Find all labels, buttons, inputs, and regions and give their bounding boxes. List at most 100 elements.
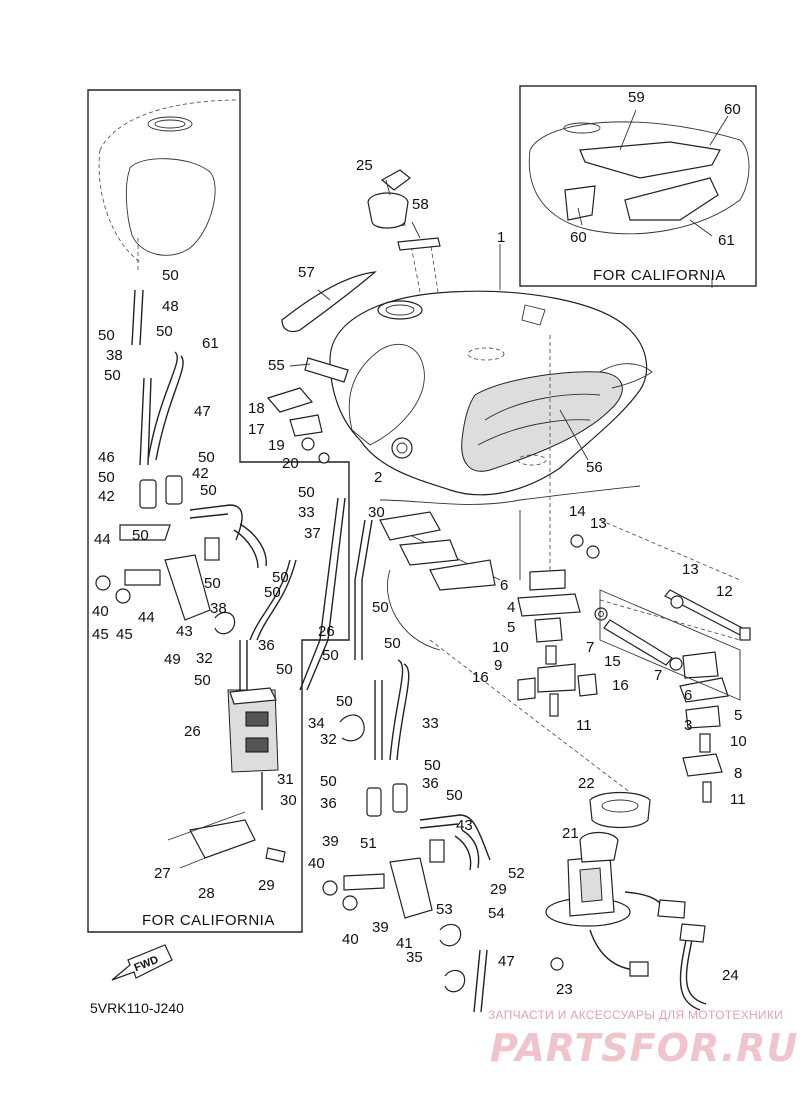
callout-label: 59 (628, 89, 645, 106)
callout-label: 10 (730, 733, 747, 750)
callout-label: 50 (264, 584, 281, 601)
callout-label: 50 (298, 484, 315, 501)
callout-label: 12 (716, 583, 733, 600)
callout-label: 9 (494, 657, 503, 674)
callout-label: 43 (456, 817, 473, 834)
callout-label: 50 (162, 267, 179, 284)
callout-label: 23 (556, 981, 573, 998)
callout-label: 45 (92, 626, 109, 643)
callout-label: 5 (734, 707, 743, 724)
callout-label: 50 (98, 327, 115, 344)
callout-label: 16 (612, 677, 629, 694)
left-tank-sketch (98, 99, 239, 272)
callout-label: 50 (156, 323, 173, 340)
callout-label: 6 (500, 577, 509, 594)
callout-label: 37 (304, 525, 321, 542)
diagram-code: 5VRK110-J240 (90, 1000, 184, 1016)
callout-label: 50 (200, 482, 217, 499)
callout-label: 38 (210, 600, 227, 617)
callout-label: 28 (198, 885, 215, 902)
callout-label: 21 (562, 825, 579, 842)
callout-label: 50 (372, 599, 389, 616)
callout-label: 56 (586, 459, 603, 476)
callout-label: 30 (368, 504, 385, 521)
fuel-pump (545, 791, 707, 1011)
callout-label: 53 (436, 901, 453, 918)
callout-label: 16 (472, 669, 489, 686)
callout-label: 10 (492, 639, 509, 656)
callout-label: 13 (590, 515, 607, 532)
right-panel-sketch (528, 121, 750, 235)
callout-label: 44 (94, 531, 111, 548)
leader-lines (289, 109, 729, 461)
callout-label: 50 (194, 672, 211, 689)
callout-label: 48 (162, 298, 179, 315)
callout-label: 7 (586, 639, 595, 656)
callout-label: 22 (578, 775, 595, 792)
callout-label: 40 (308, 855, 325, 872)
callout-label: 36 (258, 637, 275, 654)
callout-label: 3 (684, 717, 693, 734)
callout-label: 20 (282, 455, 299, 472)
callout-label: 55 (268, 357, 285, 374)
left-hose-parts (95, 289, 346, 869)
callout-label: 49 (164, 651, 181, 668)
fwd-arrow-icon (111, 944, 173, 981)
callout-label: 42 (192, 465, 209, 482)
callout-label: 47 (498, 953, 515, 970)
callout-label: 50 (272, 569, 289, 586)
callout-label: 60 (724, 101, 741, 118)
callout-label: 17 (248, 421, 265, 438)
callout-label: 26 (318, 623, 335, 640)
callout-label: 32 (320, 731, 337, 748)
callout-label: 50 (424, 757, 441, 774)
callout-label: 11 (576, 717, 592, 734)
callout-label: 50 (446, 787, 463, 804)
main-fuel-tank (266, 169, 653, 580)
watermark-tagline: ЗАПЧАСТИ И АКСЕССУАРЫ ДЛЯ МОТОТЕХНИКИ (488, 1008, 784, 1022)
callout-label: 50 (322, 647, 339, 664)
callout-label: 13 (682, 561, 699, 578)
callout-label: 43 (176, 623, 193, 640)
callout-label: 50 (204, 575, 221, 592)
callout-label: 50 (320, 773, 337, 790)
callout-label: 35 (406, 949, 423, 966)
left-panel-frame (87, 89, 350, 933)
callout-label: 4 (507, 599, 516, 616)
watermark-logo: PARTSFOR.RU (490, 1026, 799, 1070)
callout-label: 52 (508, 865, 525, 882)
callout-label: 40 (92, 603, 109, 620)
center-hose-parts (322, 519, 491, 1013)
callout-label: 1 (497, 229, 506, 246)
callout-label: 26 (184, 723, 201, 740)
callout-label: 39 (372, 919, 389, 936)
callout-label: 19 (268, 437, 285, 454)
callout-label: 61 (718, 232, 735, 249)
callout-label: 36 (320, 795, 337, 812)
callout-label: 25 (356, 157, 373, 174)
callout-label: 50 (384, 635, 401, 652)
callout-label: 30 (280, 792, 297, 809)
callout-label: 24 (722, 967, 739, 984)
callout-label: 7 (654, 667, 663, 684)
callout-label: 6 (684, 687, 693, 704)
callout-label: 57 (298, 264, 315, 281)
callout-label: 51 (360, 835, 377, 852)
mount-hardware (517, 534, 751, 803)
callout-label: 42 (98, 488, 115, 505)
callout-label: 27 (154, 865, 171, 882)
callout-label: 44 (138, 609, 155, 626)
callout-label: 58 (412, 196, 429, 213)
left-panel-caption: FOR CALIFORNIA (142, 912, 275, 929)
callout-label: 50 (98, 469, 115, 486)
callout-label: 50 (104, 367, 121, 384)
callout-label: 54 (488, 905, 505, 922)
callout-label: 15 (604, 653, 621, 670)
callout-label: 33 (422, 715, 439, 732)
callout-label: 2 (374, 469, 383, 486)
callout-label: 45 (116, 626, 133, 643)
callout-label: 60 (570, 229, 587, 246)
right-panel-frame (519, 85, 757, 287)
callout-label: 50 (198, 449, 215, 466)
